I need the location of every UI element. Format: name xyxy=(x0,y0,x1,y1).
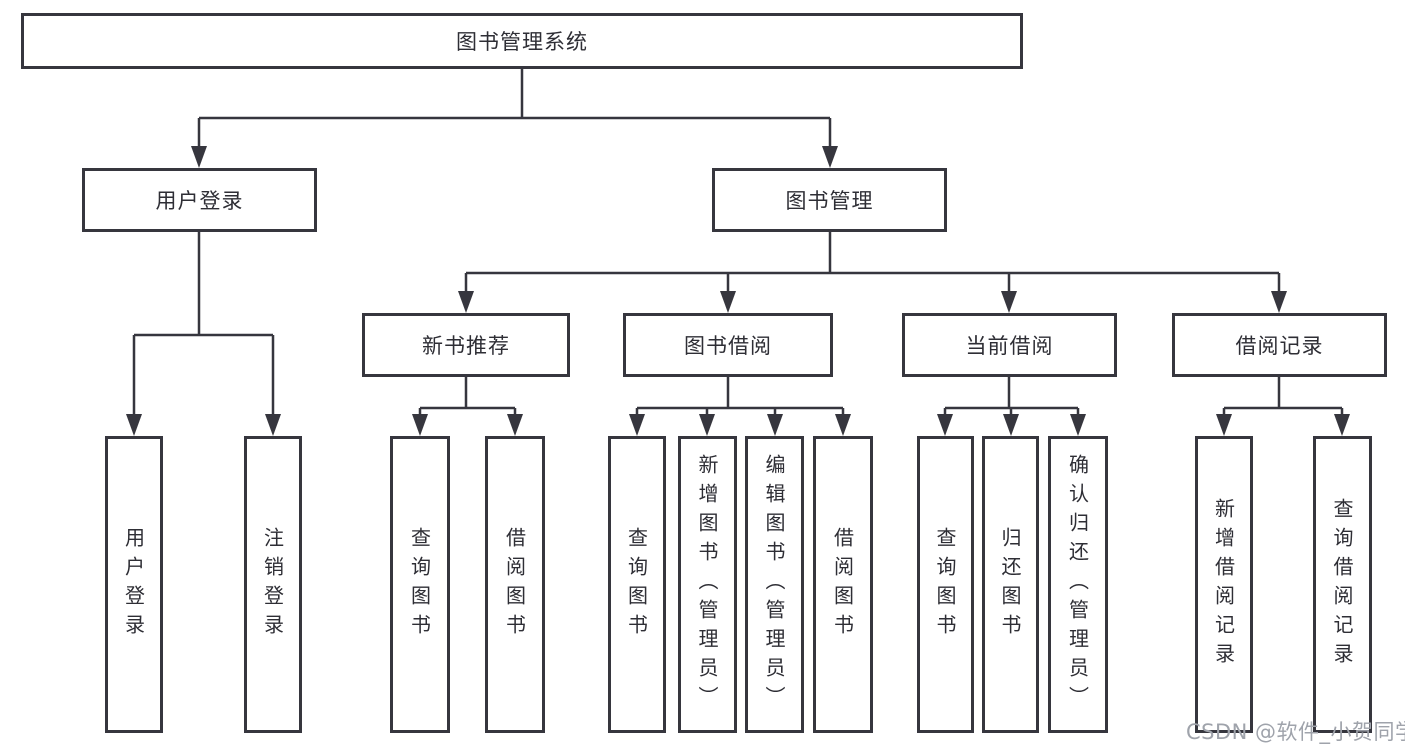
node-new-book-recommend: 新书推荐 xyxy=(362,313,570,377)
arrow-down-icon xyxy=(937,414,953,436)
arrow-down-icon xyxy=(1070,414,1086,436)
watermark-text: CSDN @软件_小贺同学 xyxy=(1186,720,1405,744)
connector-current-borrow xyxy=(943,377,1080,415)
node-label: 当前借阅 xyxy=(965,334,1054,358)
arrow-down-icon xyxy=(126,414,142,436)
leaf-label: 查询借阅记录 xyxy=(1330,497,1354,672)
leaf-confirm-return-admin: 确认归还（管理员） xyxy=(1048,436,1108,733)
arrow-down-icon xyxy=(507,414,523,436)
leaf-label: 新增借阅记录 xyxy=(1211,497,1236,672)
node-current-borrow: 当前借阅 xyxy=(902,313,1117,377)
leaf-query-books-recommend: 查询图书 xyxy=(390,436,450,733)
arrow-down-icon xyxy=(822,146,838,168)
arrow-down-icon xyxy=(629,414,645,436)
leaf-label: 新增图书（管理员） xyxy=(695,454,719,715)
node-root: 图书管理系统 xyxy=(21,13,1023,69)
node-label: 图书管理 xyxy=(785,189,874,213)
leaf-label: 编辑图书（管理员） xyxy=(762,454,786,715)
arrow-down-icon xyxy=(458,291,474,313)
arrow-down-icon xyxy=(1334,414,1350,436)
connector-root xyxy=(197,69,832,147)
connector-book-borrow xyxy=(635,377,845,415)
leaf-label: 借阅图书 xyxy=(502,526,527,643)
arrow-down-icon xyxy=(1003,414,1019,436)
arrow-down-icon xyxy=(699,414,715,436)
connector-user-login xyxy=(132,232,275,415)
leaf-add-book-admin: 新增图书（管理员） xyxy=(678,436,737,733)
leaf-return-book: 归还图书 xyxy=(982,436,1039,733)
leaf-label: 归还图书 xyxy=(998,526,1022,643)
node-label: 用户登录 xyxy=(155,189,244,213)
leaf-borrow-books: 借阅图书 xyxy=(813,436,873,733)
leaf-label: 查询图书 xyxy=(407,526,432,643)
leaf-query-borrow-record: 查询借阅记录 xyxy=(1313,436,1372,733)
leaf-query-books-borrow: 查询图书 xyxy=(608,436,666,733)
leaf-logout: 注销登录 xyxy=(244,436,302,733)
leaf-label: 查询图书 xyxy=(933,526,957,643)
arrow-down-icon xyxy=(720,291,736,313)
node-book-borrow: 图书借阅 xyxy=(623,313,833,377)
arrow-down-icon xyxy=(412,414,428,436)
arrow-down-icon xyxy=(265,414,281,436)
leaf-label: 注销登录 xyxy=(260,526,285,643)
arrow-down-icon xyxy=(1216,414,1232,436)
leaf-user-login: 用户登录 xyxy=(105,436,163,733)
connector-borrow-records xyxy=(1222,377,1344,415)
arrowheads xyxy=(126,146,1350,436)
node-label: 图书借阅 xyxy=(684,334,772,358)
leaf-add-borrow-record: 新增借阅记录 xyxy=(1195,436,1253,733)
node-label: 新书推荐 xyxy=(422,334,510,358)
node-book-management: 图书管理 xyxy=(712,168,947,232)
connector-new-book-recommend xyxy=(418,377,517,415)
arrow-down-icon xyxy=(767,414,783,436)
arrow-down-icon xyxy=(1271,291,1287,313)
node-borrow-records: 借阅记录 xyxy=(1172,313,1387,377)
arrow-down-icon xyxy=(191,146,207,168)
leaf-label: 查询图书 xyxy=(624,526,649,643)
leaf-edit-book-admin: 编辑图书（管理员） xyxy=(745,436,804,733)
node-user-login: 用户登录 xyxy=(82,168,317,232)
connector-book-management xyxy=(464,232,1281,292)
leaf-query-books-current: 查询图书 xyxy=(917,436,974,733)
leaf-label: 确认归还（管理员） xyxy=(1065,454,1090,715)
arrow-down-icon xyxy=(1001,291,1017,313)
leaf-label: 借阅图书 xyxy=(830,526,855,643)
leaf-label: 用户登录 xyxy=(121,526,146,643)
node-label: 借阅记录 xyxy=(1235,334,1324,358)
leaf-borrow-books-recommend: 借阅图书 xyxy=(485,436,545,733)
arrow-down-icon xyxy=(835,414,851,436)
node-label: 图书管理系统 xyxy=(456,30,588,54)
